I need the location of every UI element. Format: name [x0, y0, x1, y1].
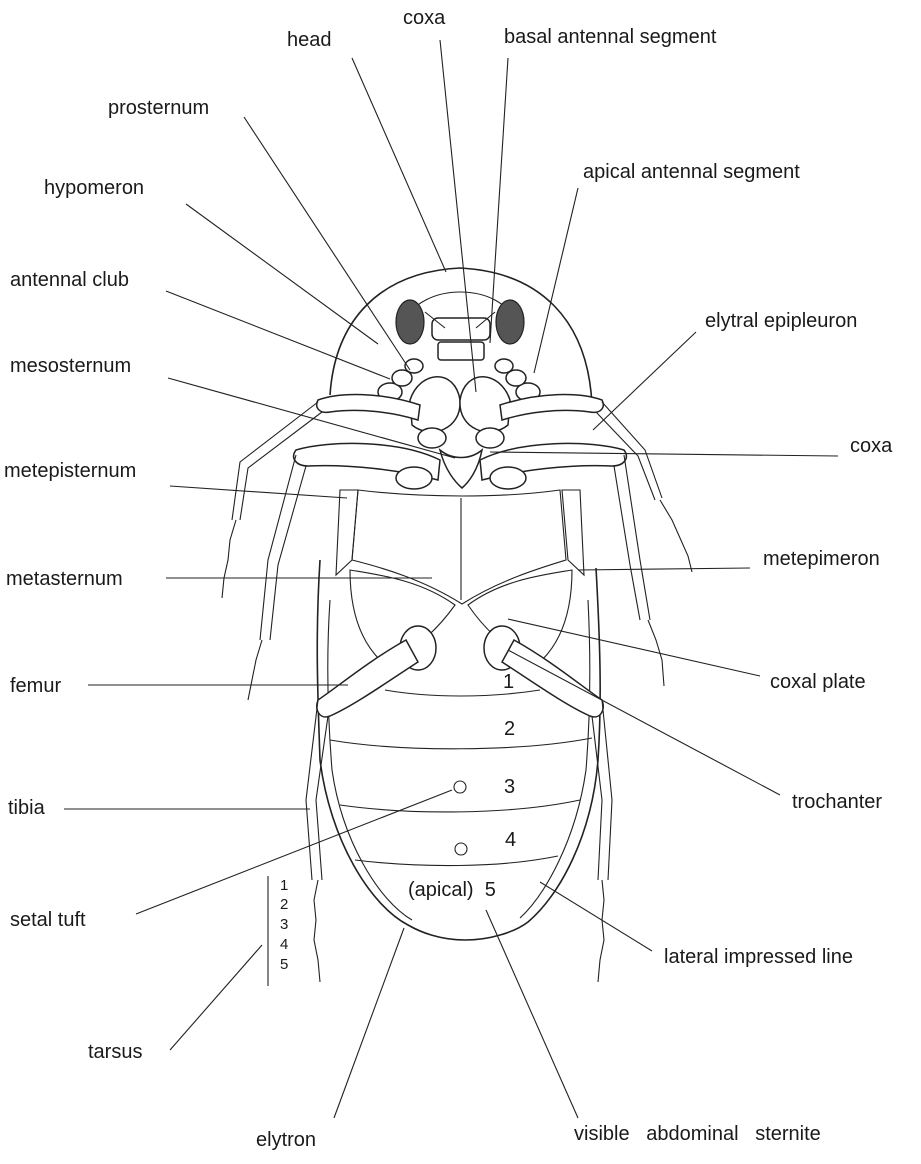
sternite-line-2	[330, 738, 592, 749]
label-tarsus: tarsus	[88, 1042, 142, 1062]
foreleg-right-femur	[500, 395, 603, 420]
mid-coxa-right	[476, 428, 504, 448]
sternite-number-5: (apical) 5	[408, 880, 496, 900]
midleg-right-tibia	[614, 455, 650, 620]
midleg-left-tarsus	[248, 640, 262, 700]
antenna-right-seg3	[495, 359, 513, 373]
tarsal-segment-3: 3	[280, 917, 288, 932]
metepisternum-right-shape	[562, 490, 584, 575]
metasternum-shape	[352, 490, 566, 604]
label-lateral-impressed-line: lateral impressed line	[664, 947, 853, 967]
label-apical-antennal-segment: apical antennal segment	[583, 162, 800, 182]
hindleg-left-tarsus	[314, 880, 320, 982]
label-mesosternum: mesosternum	[10, 356, 131, 376]
foreleg-left-femur	[317, 395, 420, 420]
hindleg-right-femur	[502, 640, 603, 717]
label-head: head	[287, 30, 332, 50]
leader-visible-abdominal-sternite	[486, 910, 578, 1118]
label-elytral-epipleuron: elytral epipleuron	[705, 311, 857, 331]
sternite-number-3: 3	[504, 777, 515, 797]
leader-antennal-club	[166, 291, 390, 379]
tarsal-segment-2: 2	[280, 897, 288, 912]
hindleg-right-tarsus	[598, 880, 604, 982]
sternite-line-4	[355, 856, 558, 866]
label-elytron: elytron	[256, 1130, 316, 1150]
foreleg-left-tarsus	[222, 520, 236, 598]
sternite-number-2: 2	[504, 719, 515, 739]
label-metepimeron: metepimeron	[763, 549, 880, 569]
label-antennal-club: antennal club	[10, 270, 129, 290]
sternite-number-1: 1	[503, 672, 514, 692]
label-hypomeron: hypomeron	[44, 178, 144, 198]
setal-tuft-3	[454, 781, 466, 793]
label-setal-tuft: setal tuft	[10, 910, 86, 930]
leader-prosternum	[244, 117, 410, 370]
leader-metepisternum	[170, 486, 347, 498]
hindleg-left-femur	[317, 640, 418, 717]
tarsal-segment-5: 5	[280, 957, 288, 972]
metepisternum-left-shape	[336, 490, 358, 575]
tarsal-segment-4: 4	[280, 937, 288, 952]
setal-tuft-4	[455, 843, 467, 855]
tarsal-segment-1: 1	[280, 878, 288, 893]
left-eye	[396, 300, 424, 344]
label-prosternum: prosternum	[108, 98, 209, 118]
label-metasternum: metasternum	[6, 569, 123, 589]
sternite-number-4: 4	[505, 830, 516, 850]
hindleg-right-tibia	[592, 700, 612, 880]
label-tibia: tibia	[8, 798, 45, 818]
label-coxa-top: coxa	[403, 8, 445, 28]
leader-apical-antennal-segment	[534, 188, 578, 373]
label-coxal-plate: coxal plate	[770, 672, 866, 692]
label-coxa-right: coxa	[850, 436, 892, 456]
leader-hypomeron	[186, 204, 378, 344]
leader-tarsus	[170, 945, 262, 1050]
sternite-line-1	[385, 690, 540, 696]
leader-lateral-impressed-line	[540, 882, 652, 951]
leader-elytral-epipleuron	[593, 332, 696, 430]
mid-coxa-left	[418, 428, 446, 448]
label-metepisternum: metepisternum	[4, 461, 136, 481]
sternite-line-3	[340, 800, 580, 812]
label-femur: femur	[10, 676, 61, 696]
labrum	[432, 318, 490, 340]
leader-head	[352, 58, 446, 272]
label-visible-abdominal-sternite: visible abdominal sternite	[574, 1124, 821, 1144]
mid-coxa-left-lower	[396, 467, 432, 489]
mid-coxa-right-lower	[490, 467, 526, 489]
midleg-left-tibia	[260, 455, 306, 640]
foreleg-right-tarsus	[660, 500, 692, 572]
label-trochanter: trochanter	[792, 792, 882, 812]
mentum	[438, 342, 484, 360]
leader-basal-antennal-segment	[490, 58, 508, 343]
right-eye	[496, 300, 524, 344]
leader-elytron	[334, 928, 404, 1118]
label-basal-antennal-segment: basal antennal segment	[504, 27, 716, 47]
lateral-impressed-line-shape	[520, 600, 590, 918]
leader-metepimeron	[578, 568, 750, 570]
